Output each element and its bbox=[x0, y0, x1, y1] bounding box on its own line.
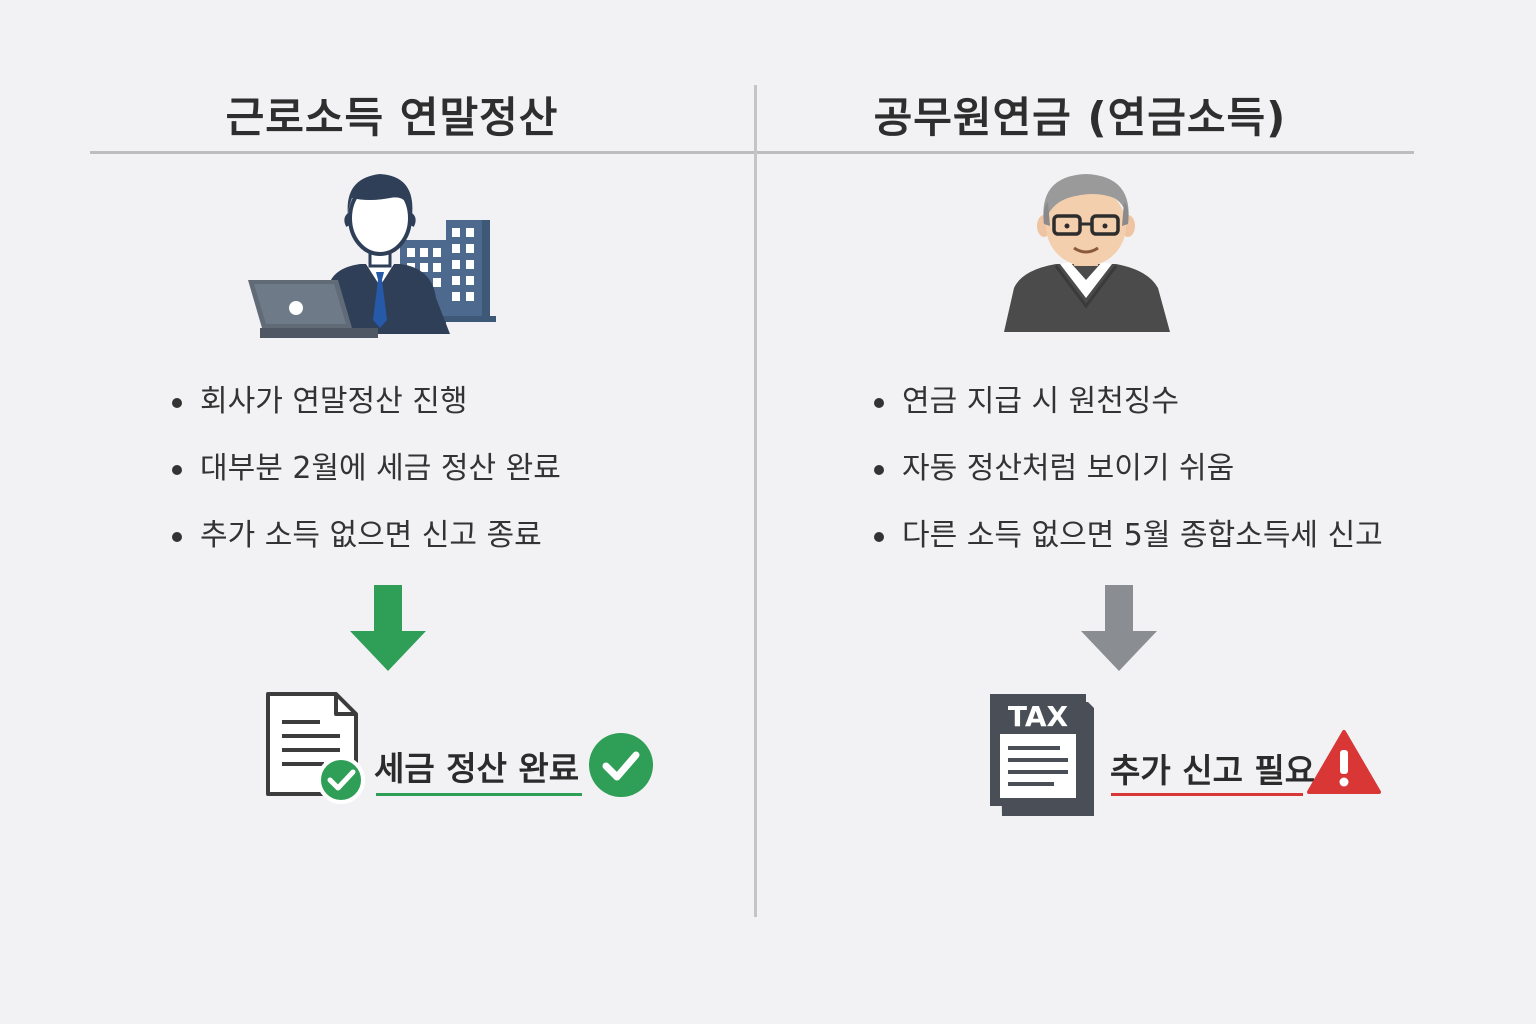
senior-man-icon bbox=[1004, 174, 1170, 332]
tax-document-tag: TAX bbox=[1008, 700, 1069, 733]
right-result-label: 추가 신고 필요 bbox=[1110, 751, 1316, 790]
right-title-divider bbox=[757, 151, 1414, 154]
right-result-underline bbox=[1111, 793, 1303, 796]
gray-down-arrow-icon bbox=[1081, 585, 1157, 671]
tax-document-icon: TAX bbox=[990, 694, 1094, 816]
left-bullet-list: 회사가 연말정산 진행 대부분 2월에 세금 정산 완료 추가 소득 없으면 신… bbox=[172, 385, 561, 553]
left-title-divider bbox=[90, 151, 754, 154]
right-column-title: 공무원연금 (연금소득) bbox=[873, 93, 1287, 142]
list-item: 회사가 연말정산 진행 bbox=[172, 385, 561, 419]
right-bullet-list: 연금 지급 시 원천징수 자동 정산처럼 보이기 쉬움 다른 소득 없으면 5월… bbox=[874, 385, 1383, 553]
document-check-icon bbox=[266, 692, 365, 804]
check-circle-icon bbox=[589, 733, 653, 797]
left-result-label: 세금 정산 완료 bbox=[374, 749, 580, 788]
list-item: 대부분 2월에 세금 정산 완료 bbox=[172, 452, 561, 486]
warning-triangle-icon bbox=[1307, 730, 1381, 794]
green-down-arrow-icon bbox=[350, 585, 426, 671]
left-result-underline bbox=[376, 793, 582, 796]
list-item: 다른 소득 없으면 5월 종합소득세 신고 bbox=[874, 519, 1383, 553]
left-column-title: 근로소득 연말정산 bbox=[225, 93, 559, 142]
center-divider bbox=[754, 85, 757, 917]
list-item: 자동 정산처럼 보이기 쉬움 bbox=[874, 452, 1383, 486]
office-worker-with-laptop-icon bbox=[248, 174, 496, 338]
list-item: 연금 지급 시 원천징수 bbox=[874, 385, 1383, 419]
list-item: 추가 소득 없으면 신고 종료 bbox=[172, 519, 561, 553]
